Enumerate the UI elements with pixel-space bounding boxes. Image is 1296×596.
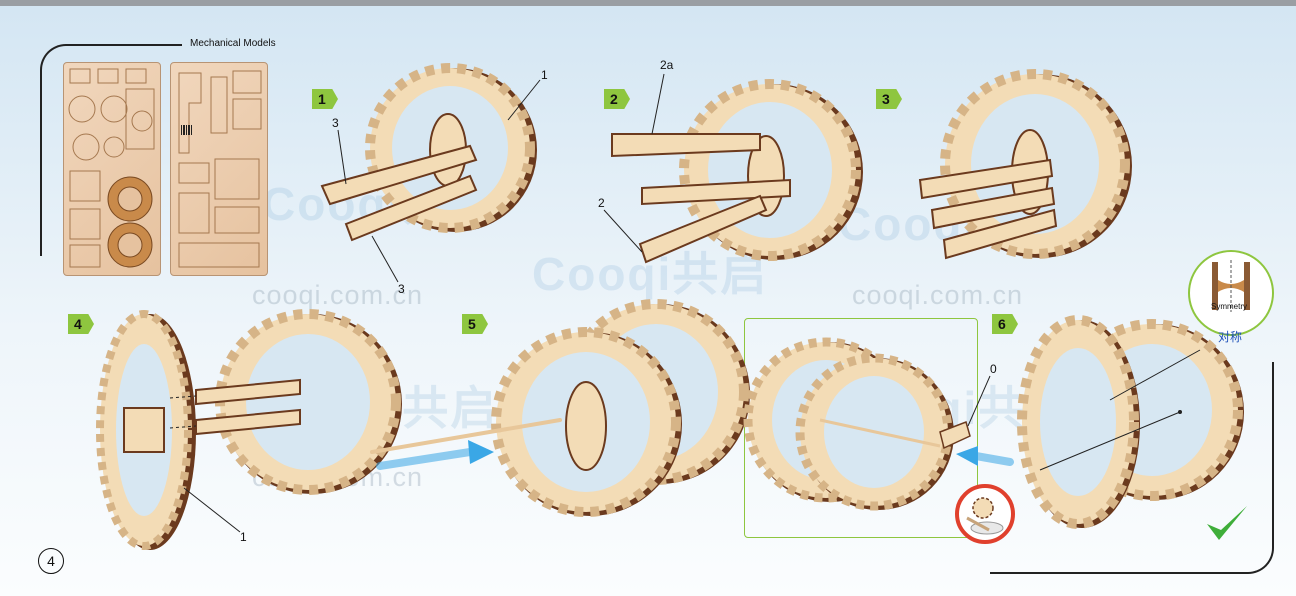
step-badge-1: 1: [312, 89, 338, 109]
parts-sheet-1-illustration: [68, 68, 155, 268]
step3-crossbars: [918, 158, 1058, 260]
step4-crossbars: [169, 378, 301, 436]
parts-sheet-2-illustration: [178, 70, 262, 268]
step6-detail-box: [744, 318, 978, 538]
leader-lines: [183, 73, 991, 533]
step4-rear-gear: [215, 309, 402, 495]
step-badge-2: 2: [604, 89, 630, 109]
symmetry-icon: [1212, 260, 1250, 312]
label-step1-gear: 1: [541, 68, 548, 82]
step-badge-4: 4: [68, 314, 94, 334]
top-bar: [0, 0, 1296, 6]
label-step1-top: 3: [332, 116, 339, 130]
label-step4-gear: 1: [240, 530, 247, 544]
step5-gears: [491, 299, 750, 517]
step6-final-gears: [1017, 315, 1244, 529]
step-badge-6: 6: [992, 314, 1018, 334]
step6-arrow-icon: [956, 446, 1014, 466]
watermark-url: cooqi.com.cn: [252, 280, 424, 310]
symmetry-label-cn: 对称: [1218, 330, 1243, 344]
step4-front-gear: [96, 310, 196, 550]
parts-sheet-1: [63, 62, 161, 276]
step5-arrow-icon: [376, 440, 494, 470]
corner-bracket-top-left: [40, 44, 182, 256]
corner-bracket-bottom-right: [990, 362, 1274, 574]
glue-inset: [955, 484, 1015, 544]
symmetry-label: Symmetry: [1211, 302, 1247, 311]
step-badge-5: 5: [462, 314, 488, 334]
symmetry-inset: [1188, 250, 1274, 336]
label-step2-bottom: 2: [598, 196, 605, 210]
page-number: 4: [38, 548, 64, 574]
glue-brush-icon: [966, 497, 1004, 535]
label-step1-bottom: 3: [398, 282, 405, 296]
step1-crossbar: [320, 144, 478, 242]
parts-sheet-2: [170, 62, 268, 276]
sheets-title: Mechanical Models: [190, 38, 276, 49]
watermark-url: cooqi.com.cn: [852, 280, 1024, 310]
label-step6-pin: 0: [990, 362, 997, 376]
step5-pin: [370, 418, 562, 454]
step6-detail-gears: [743, 337, 971, 511]
step2-crossbars: [611, 133, 791, 264]
label-step2-top: 2a: [660, 58, 674, 72]
check-icon: [1207, 506, 1247, 540]
step-badge-3: 3: [876, 89, 902, 109]
